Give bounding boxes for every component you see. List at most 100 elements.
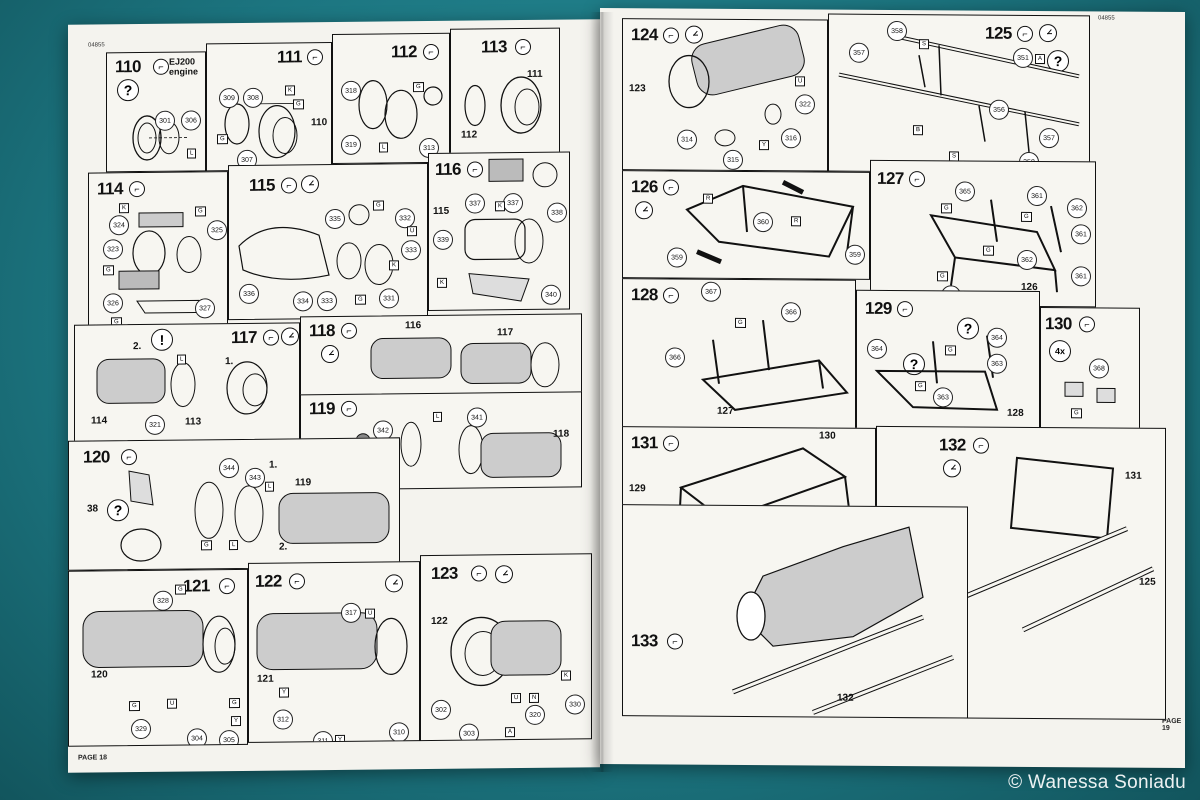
nozzle-assembly-drawing	[120, 470, 390, 562]
clamp-drawing	[1064, 381, 1116, 404]
part-callout: 323	[103, 239, 123, 260]
part-callout: 366	[665, 347, 685, 368]
part-callout: 303	[459, 723, 479, 742]
step-114-panel: 114 ⌐ 324 323 326 327 325 K G G G	[88, 171, 228, 328]
page-footer: PAGE 19	[1162, 717, 1182, 732]
part-callout: 344	[219, 457, 239, 479]
part-label: 110	[311, 117, 328, 129]
step-120-panel: 120 ⌐ 38 ? 1. 2. 344 343 L G L 119	[68, 437, 400, 571]
part-callout: 343	[245, 467, 265, 488]
part-label: 128	[1007, 407, 1024, 419]
color-flag: U	[795, 76, 806, 87]
color-flag: G	[945, 345, 956, 356]
part-callout: 322	[795, 94, 815, 115]
color-flag: G	[1021, 211, 1032, 222]
part-label: 122	[431, 615, 448, 627]
part-callout: 367	[701, 281, 721, 302]
step-111-panel: 111 ⌐ 309 308 307 K G G 110	[206, 42, 332, 172]
step-129-panel: 129 ⌐ ? ? 364 364 363 363 G G 128	[856, 289, 1040, 438]
color-flag: G	[103, 265, 114, 276]
part-callout: 312	[273, 709, 293, 730]
part-label: 116	[405, 320, 422, 332]
part-callout: 333	[401, 240, 421, 261]
color-flag: U	[511, 693, 522, 704]
part-label: 119	[295, 477, 312, 489]
part-callout: 365	[955, 181, 975, 202]
color-flag: Y	[231, 715, 242, 727]
step-117-panel: 117 ⌐ 2. ! 1. L 114 321 113	[74, 322, 300, 445]
mounted-engine-drawing	[732, 526, 954, 715]
part-label: 129	[629, 483, 646, 495]
engine-section-drawing	[256, 612, 408, 676]
color-flag: G	[355, 294, 366, 305]
part-callout: 328	[153, 590, 173, 611]
part-callout: 324	[109, 215, 129, 236]
part-callout: 321	[145, 414, 165, 435]
engine-section-drawing	[82, 610, 236, 673]
color-flag: N	[529, 692, 540, 703]
engine-front-drawing	[450, 616, 562, 687]
part-callout: 327	[195, 298, 215, 319]
color-flag: L	[229, 540, 239, 551]
part-label: 127	[717, 405, 734, 417]
page-footer: PAGE 18	[78, 754, 108, 762]
color-flag: U	[167, 698, 178, 709]
part-label: 111	[527, 68, 543, 80]
color-flag: Y	[759, 140, 770, 151]
engine-nozzle-drawing	[668, 24, 805, 147]
left-page: 04855 PAGE 18 110 ⌐ EJ200 engine ? 301 3…	[68, 19, 600, 773]
part-callout: 363	[987, 353, 1007, 374]
color-flag: G	[217, 134, 228, 145]
color-flag: G	[129, 701, 140, 712]
part-callout: 309	[219, 87, 239, 109]
color-flag: G	[413, 82, 424, 93]
part-callout: 336	[239, 283, 259, 304]
part-callout: 362	[1067, 198, 1087, 219]
color-flag: K	[119, 203, 130, 214]
color-flag: G	[937, 271, 948, 282]
step-125-panel: 125 ⌐ ? 358 357 351 A 356 357 358 B S S	[828, 13, 1090, 174]
color-flag: G	[915, 381, 926, 392]
color-flag: R	[791, 216, 802, 227]
part-callout: 335	[325, 208, 345, 230]
part-callout: 331	[379, 288, 399, 309]
part-callout: 306	[181, 110, 201, 131]
part-label: 114	[91, 415, 108, 427]
part-label: 131	[1125, 470, 1142, 482]
step-126-panel: 126 ⌐ R 360 R 359 359	[622, 170, 870, 280]
part-callout: 357	[1039, 128, 1059, 149]
part-callout: 359	[667, 247, 687, 268]
part-callout: 304	[187, 728, 207, 747]
part-callout: 301	[155, 110, 175, 131]
part-label: 120	[91, 669, 108, 681]
step-132-panel: 132 ⌐ 131 124 125	[876, 425, 1166, 720]
step-115-panel: 115 ⌐ 335 332 333 336 334 333 331 G U K …	[228, 163, 428, 321]
color-flag: G	[373, 200, 384, 211]
part-callout: 361	[1027, 185, 1047, 207]
part-callout: 318	[341, 80, 361, 101]
part-callout: 361	[1071, 224, 1091, 245]
part-callout: 364	[867, 338, 887, 359]
part-callout: 330	[565, 694, 585, 715]
part-callout: 319	[341, 134, 361, 155]
color-flag: G	[229, 697, 240, 709]
color-flag: K	[437, 277, 448, 288]
part-callout: 333	[317, 290, 337, 312]
color-flag: K	[389, 260, 400, 271]
color-flag: L	[379, 142, 389, 153]
tube-join-drawing	[370, 337, 560, 388]
color-flag: L	[187, 148, 197, 159]
color-flag: U	[365, 608, 376, 619]
step-118-panel: 118 ⌐ 116 117	[300, 313, 582, 401]
color-flag: L	[177, 354, 187, 365]
part-callout: 368	[1089, 358, 1109, 379]
part-callout: 339	[433, 229, 453, 250]
color-flag: L	[265, 481, 275, 492]
color-flag: K	[285, 85, 296, 96]
part-callout: 360	[753, 212, 773, 233]
part-callout: 356	[989, 99, 1009, 120]
step-110-panel: 110 ⌐ EJ200 engine ? 301 306 L	[106, 51, 206, 173]
color-flag: G	[735, 317, 746, 328]
part-callout: 329	[131, 718, 151, 740]
part-label: 118	[553, 428, 570, 440]
